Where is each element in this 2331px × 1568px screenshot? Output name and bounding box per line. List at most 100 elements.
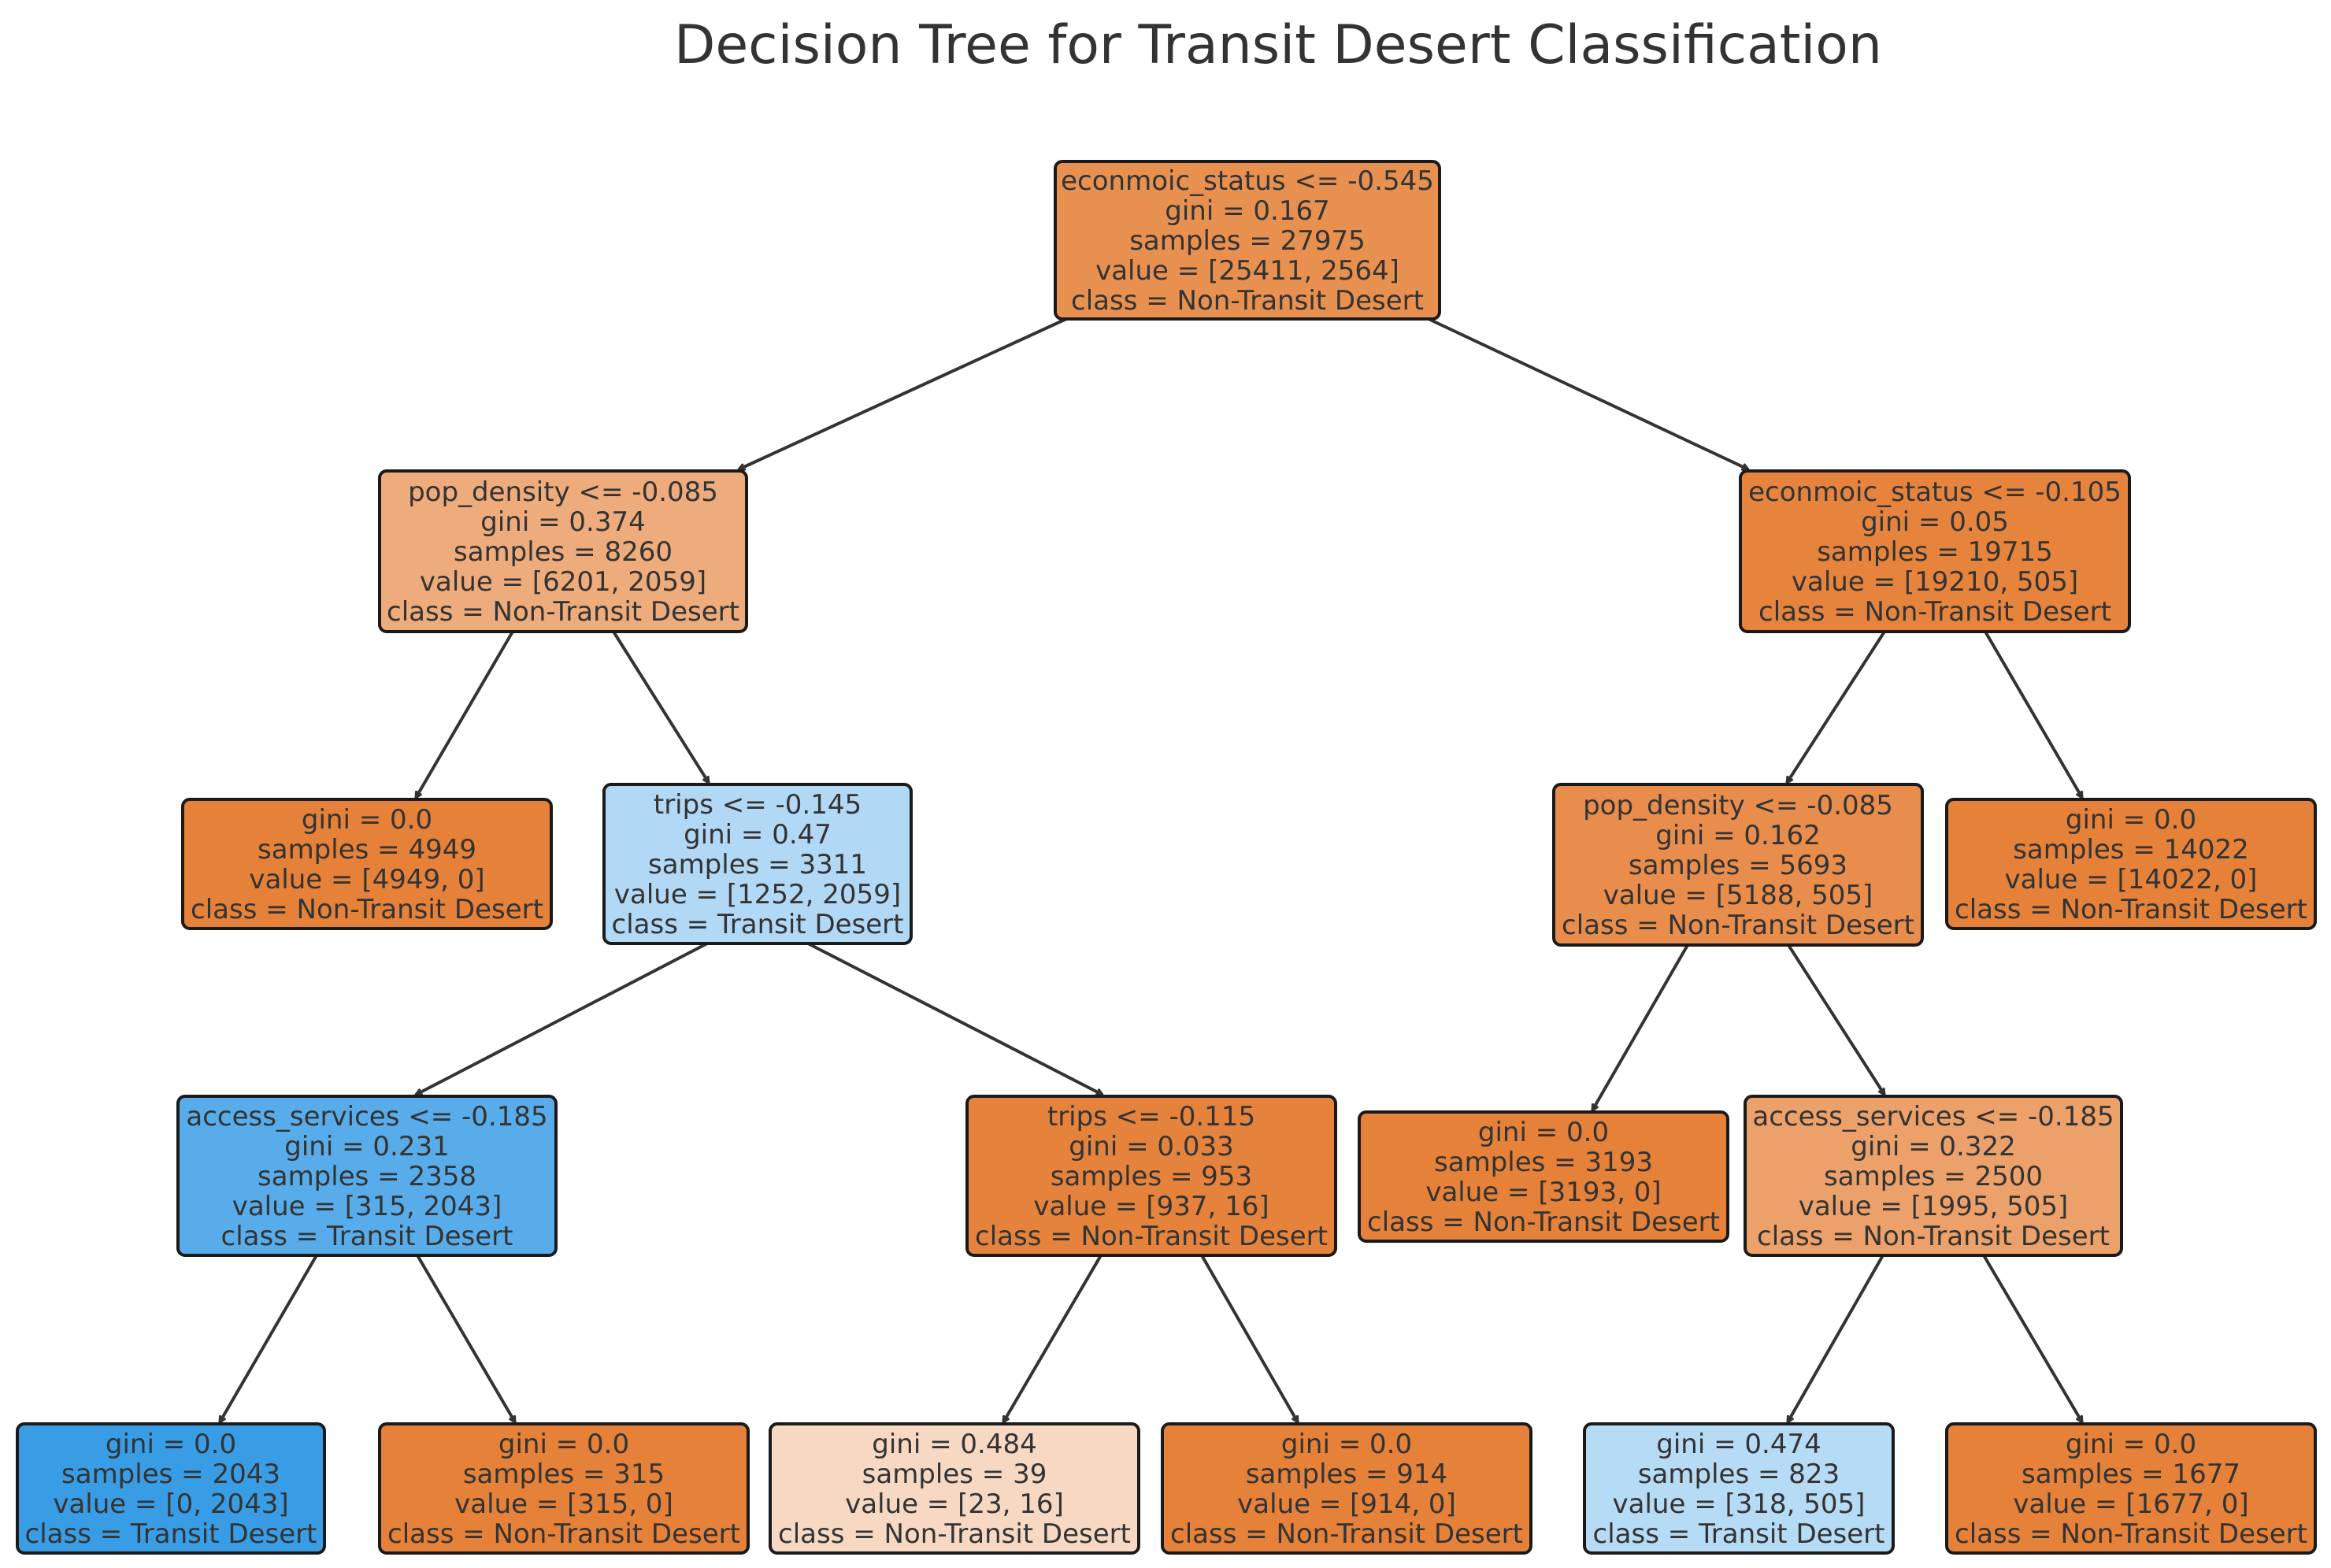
tree-edge-n5-n10 bbox=[1787, 943, 1884, 1095]
node-class-text: class = Non-Transit Desert bbox=[1071, 285, 1424, 317]
node-gini-value: 0.231 bbox=[372, 1131, 449, 1162]
node-samples-text: samples = 3193 bbox=[1434, 1147, 1653, 1178]
node-class-text: class = Non-Transit Desert bbox=[975, 1221, 1328, 1252]
node-value-text: value = [19210, 505] bbox=[1792, 566, 2078, 598]
node-class-text: class = Transit Desert bbox=[1593, 1518, 1885, 1550]
node-gini-value: 0.484 bbox=[960, 1429, 1036, 1460]
node-class-text: class = Non-Transit Desert bbox=[1955, 894, 2307, 925]
node-value-text: value = [1252, 2059] bbox=[614, 879, 901, 910]
node-samples-value: 914 bbox=[1396, 1459, 1447, 1490]
node-gini-text: gini = 0.474 bbox=[1656, 1429, 1821, 1460]
node-value-text: value = [25411, 2564] bbox=[1095, 255, 1399, 287]
node-value-value: [25411, 2564] bbox=[1208, 255, 1399, 287]
node-samples-text: samples = 2043 bbox=[61, 1459, 280, 1490]
node-samples-value: 2500 bbox=[1974, 1161, 2043, 1192]
node-class-value: Non-Transit Desert bbox=[494, 1518, 740, 1550]
node-class-text: class = Non-Transit Desert bbox=[1170, 1518, 1523, 1550]
node-samples-text: samples = 823 bbox=[1638, 1459, 1840, 1490]
node-class-text: class = Non-Transit Desert bbox=[191, 894, 543, 925]
node-samples-text: samples = 315 bbox=[463, 1459, 665, 1490]
node-class-value: Non-Transit Desert bbox=[1863, 1221, 2110, 1252]
node-gini-text: gini = 0.0 bbox=[2066, 1429, 2196, 1460]
node-samples-value: 8260 bbox=[604, 536, 673, 568]
node-value-text: value = [6201, 2059] bbox=[420, 566, 706, 598]
node-gini-value: 0.0 bbox=[1369, 1429, 1412, 1460]
node-box bbox=[965, 1095, 1337, 1257]
node-gini-value: 0.0 bbox=[2154, 1429, 2196, 1460]
node-samples-text: samples = 39 bbox=[862, 1459, 1047, 1490]
node-gini-text: gini = 0.0 bbox=[1478, 1117, 1609, 1148]
tree-edge-n8-n13 bbox=[1002, 1254, 1102, 1422]
node-samples-value: 4949 bbox=[408, 834, 476, 866]
node-class-text: class = Non-Transit Desert bbox=[387, 1518, 740, 1550]
node-value-value: [937, 16] bbox=[1146, 1191, 1269, 1222]
node-class-text: class = Non-Transit Desert bbox=[1955, 1518, 2307, 1550]
node-class-value: Transit Desert bbox=[326, 1221, 513, 1252]
node-split-text: pop_density <= -0.085 bbox=[408, 476, 718, 508]
node-samples-value: 19715 bbox=[1968, 536, 2053, 568]
node-class-value: Non-Transit Desert bbox=[2061, 894, 2307, 925]
node-value-value: [23, 16] bbox=[958, 1488, 1064, 1520]
node-value-text: value = [318, 505] bbox=[1613, 1488, 1866, 1520]
node-value-value: [1677, 0] bbox=[2125, 1488, 2248, 1520]
node-value-value: [19210, 505] bbox=[1904, 566, 2078, 598]
node-samples-value: 39 bbox=[1013, 1459, 1047, 1490]
node-gini-value: 0.033 bbox=[1157, 1131, 1233, 1162]
node-samples-value: 5693 bbox=[1779, 850, 1847, 881]
node-class-value: Non-Transit Desert bbox=[1865, 596, 2111, 628]
node-samples-value: 14022 bbox=[2164, 834, 2249, 866]
node-box bbox=[1358, 1110, 1729, 1243]
tree-edge-n10-n16 bbox=[1982, 1254, 2084, 1422]
node-value-text: value = [937, 16] bbox=[1033, 1191, 1269, 1222]
node-samples-value: 823 bbox=[1788, 1459, 1840, 1490]
node-samples-value: 953 bbox=[1201, 1161, 1252, 1192]
node-split-text: access_services <= -0.185 bbox=[1752, 1101, 2114, 1132]
node-gini-value: 0.05 bbox=[1949, 506, 2009, 538]
node-gini-value: 0.474 bbox=[1744, 1429, 1821, 1460]
node-box bbox=[16, 1422, 326, 1555]
node-samples-value: 3311 bbox=[799, 849, 867, 880]
tree-edge-n4-n7 bbox=[416, 942, 708, 1096]
diagram-title: Decision Tree for Transit Desert Classif… bbox=[674, 14, 1882, 76]
node-gini-value: 0.0 bbox=[2154, 804, 2196, 836]
node-value-text: value = [14022, 0] bbox=[2005, 864, 2258, 895]
tree-edge-n7-n11 bbox=[218, 1254, 318, 1422]
node-box bbox=[1161, 1422, 1532, 1555]
node-gini-text: gini = 0.033 bbox=[1069, 1131, 1233, 1162]
node-gini-text: gini = 0.0 bbox=[498, 1429, 629, 1460]
tree-edge-n8-n14 bbox=[1200, 1255, 1299, 1422]
node-box bbox=[1739, 469, 2131, 633]
node-value-value: [315, 2043] bbox=[345, 1191, 502, 1222]
node-samples-text: samples = 2500 bbox=[1824, 1161, 2043, 1192]
node-samples-value: 27975 bbox=[1280, 225, 1366, 257]
node-value-text: value = [1995, 505] bbox=[1799, 1191, 2069, 1222]
node-value-value: [315, 0] bbox=[567, 1488, 673, 1520]
node-split-text: trips <= -0.115 bbox=[1047, 1101, 1255, 1132]
node-class-text: class = Non-Transit Desert bbox=[1562, 910, 1914, 941]
tree-edge-n4-n8 bbox=[807, 942, 1102, 1096]
node-value-value: [14022, 0] bbox=[2118, 864, 2258, 895]
node-value-value: [0, 2043] bbox=[165, 1488, 288, 1520]
node-value-text: value = [1677, 0] bbox=[2013, 1488, 2248, 1520]
node-class-text: class = Non-Transit Desert bbox=[1367, 1207, 1720, 1238]
node-value-value: [1995, 505] bbox=[1911, 1191, 2069, 1222]
node-box bbox=[1552, 783, 1924, 947]
node-class-value: Non-Transit Desert bbox=[1177, 285, 1424, 317]
tree-edge-n0-n2 bbox=[1428, 317, 1748, 471]
node-class-value: Non-Transit Desert bbox=[493, 596, 739, 628]
node-value-value: [1252, 2059] bbox=[727, 879, 901, 910]
node-class-value: Non-Transit Desert bbox=[297, 894, 543, 925]
node-gini-value: 0.47 bbox=[772, 819, 832, 851]
node-gini-value: 0.0 bbox=[194, 1429, 236, 1460]
node-value-text: value = [5188, 505] bbox=[1603, 880, 1873, 911]
node-split-text: econmoic_status <= -0.545 bbox=[1061, 165, 1434, 197]
